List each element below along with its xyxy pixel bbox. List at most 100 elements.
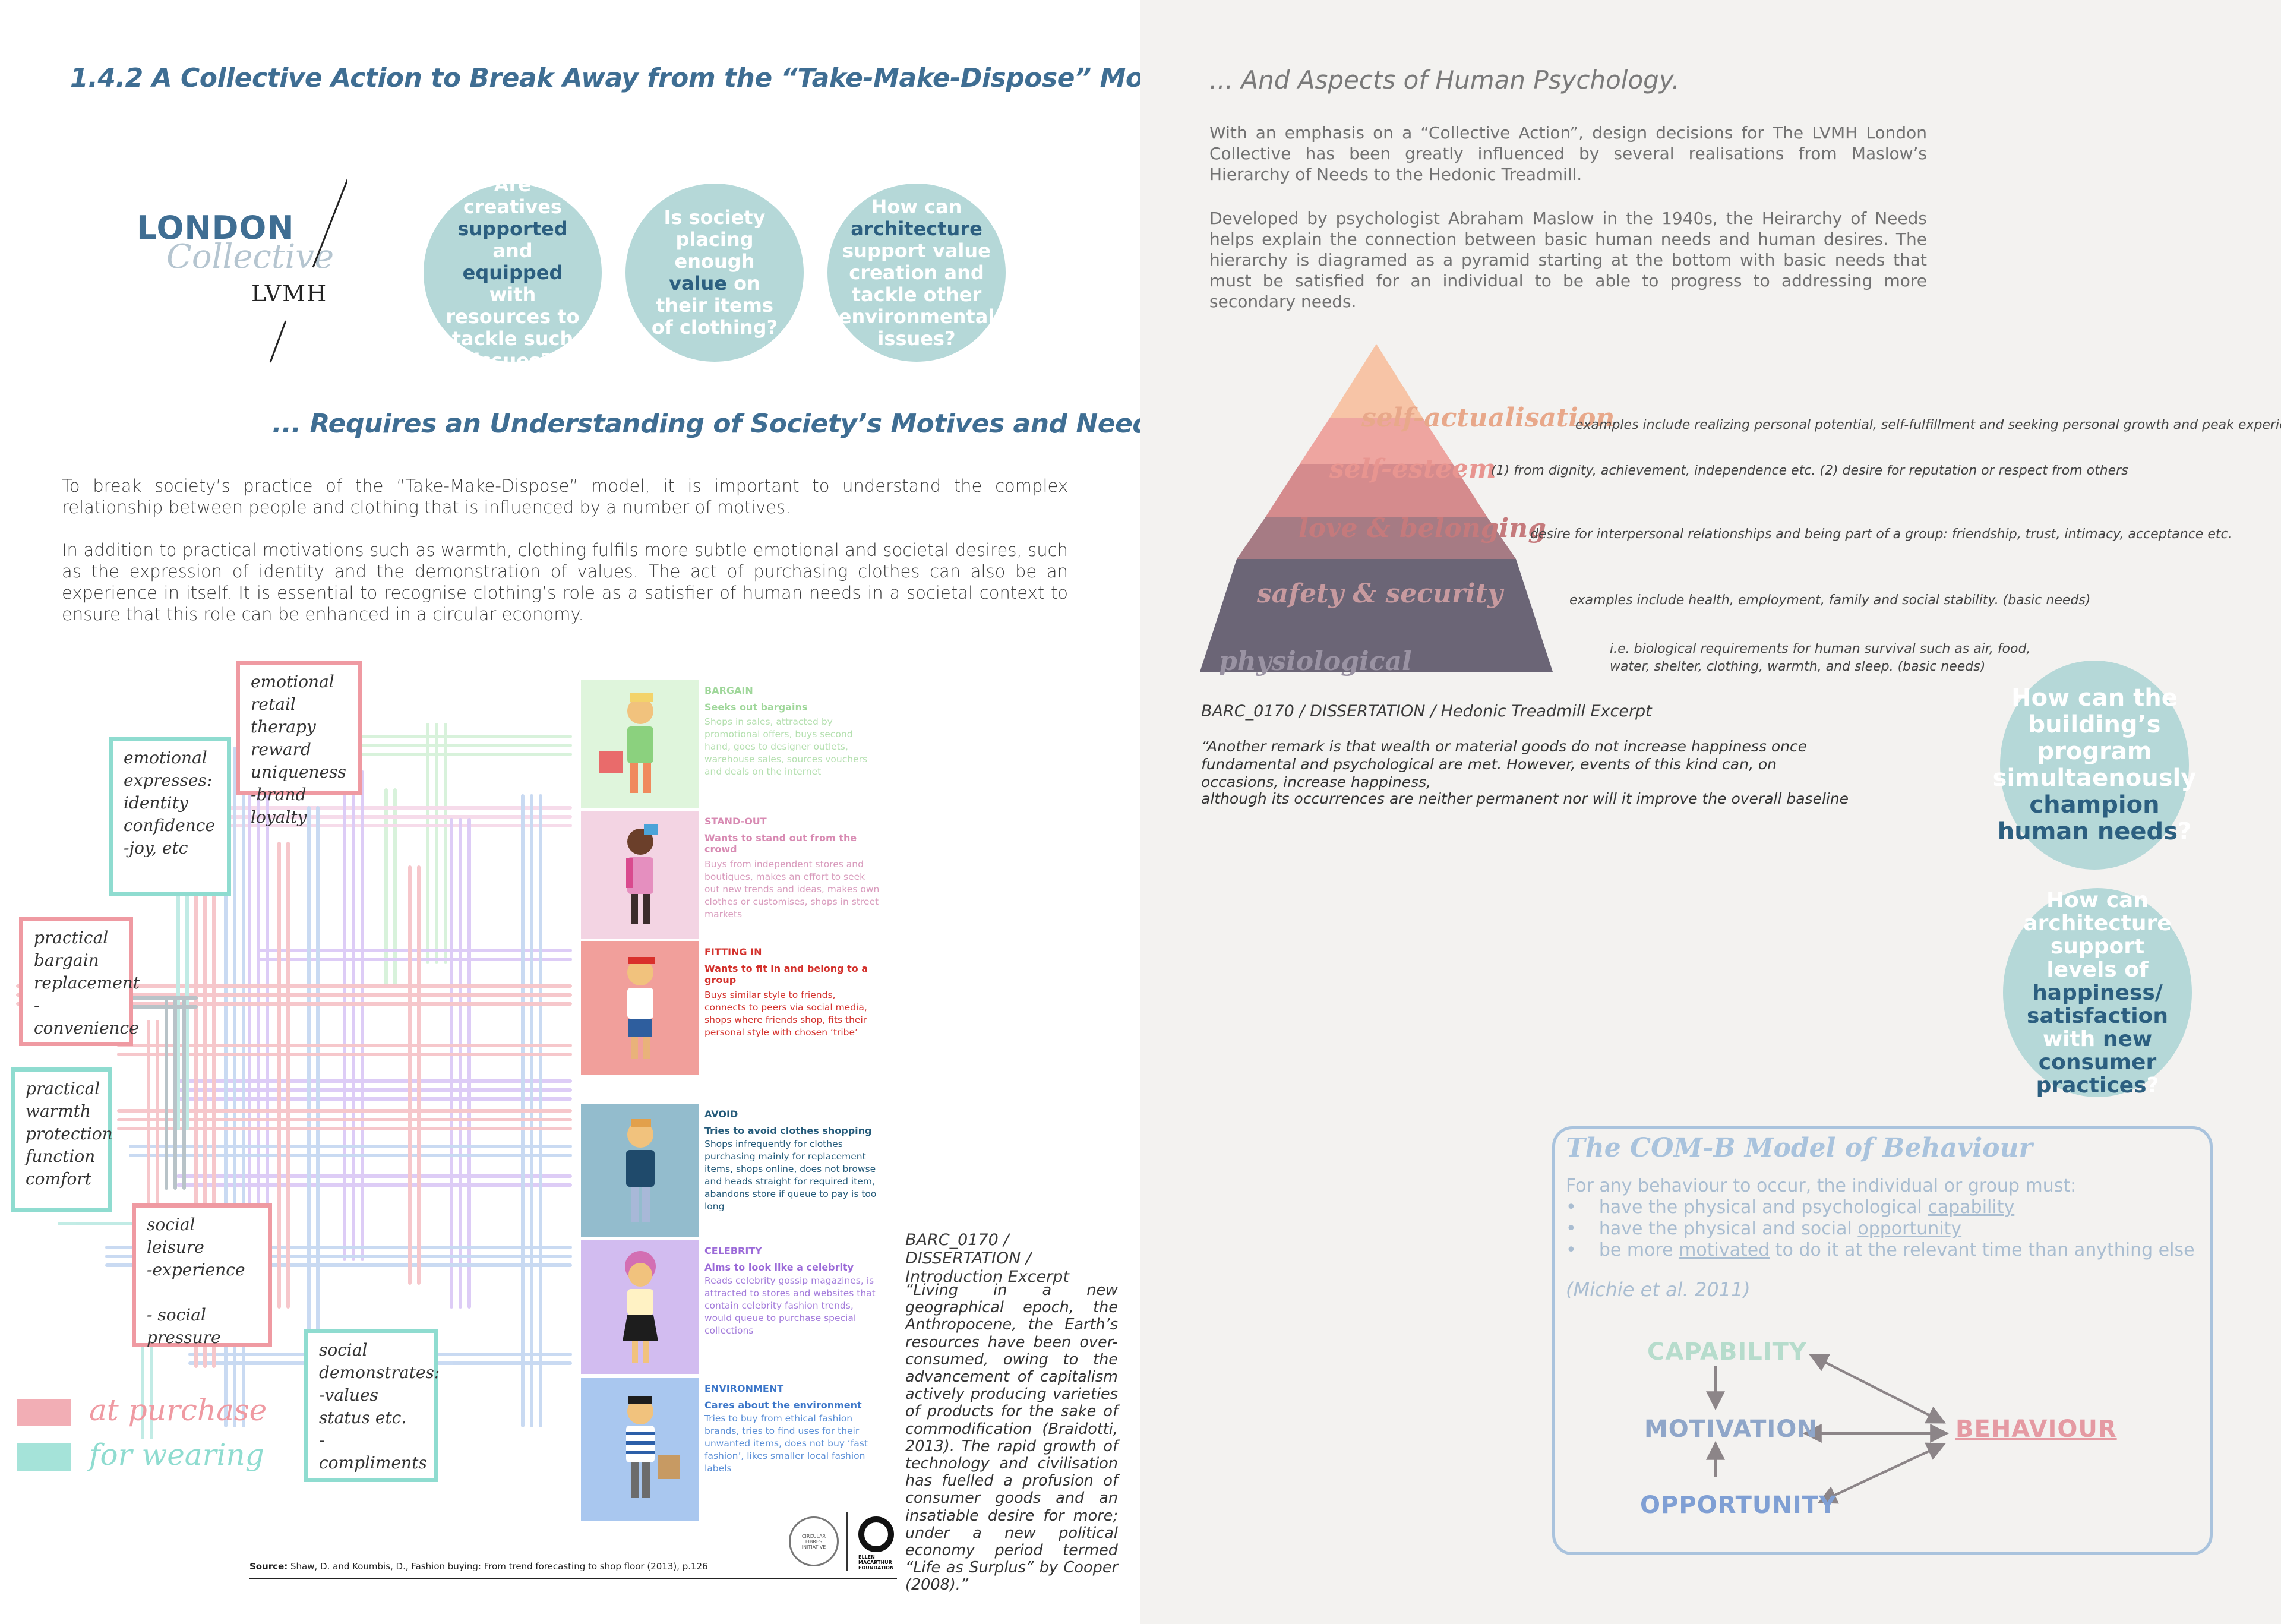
shopper-icon — [626, 824, 658, 924]
intro-excerpt-body: “Living in a new geographical epoch, the… — [905, 1281, 1118, 1594]
persona-subtitle: Seeks out bargains — [704, 702, 808, 713]
emf-logo: ELLEN MACARTHUR FOUNDATION — [858, 1516, 900, 1571]
persona-subtitle: Wants to fit in and belong to a group — [704, 963, 868, 985]
pyramid-label-physiological: physiological — [1219, 646, 1412, 677]
com-b-node-behaviour: BEHAVIOUR — [1955, 1416, 2117, 1443]
shopper-icon — [599, 693, 653, 793]
pyramid-note-self-esteem: (1) from dignity, achievement, independe… — [1491, 463, 2128, 478]
persona-desc: Reads celebrity gossip magazines, is att… — [704, 1275, 876, 1336]
shopper-icon — [626, 1396, 680, 1498]
legend-swatch-teal — [17, 1443, 71, 1471]
com-b-node-motivation: MOTIVATION — [1644, 1416, 1818, 1443]
hedonic-excerpt-title: BARC_0170 / DISSERTATION / Hedonic Tread… — [1201, 702, 1652, 721]
shopper-icon — [623, 1251, 658, 1363]
persona-desc: Buys from independent stores and boutiqu… — [704, 859, 880, 920]
logo-divider — [846, 1512, 848, 1571]
persona-stand-out: STAND-OUT Wants to stand out from the cr… — [581, 811, 881, 939]
pyramid-tier-physiological — [1200, 559, 1553, 672]
cfi-logo-text: CIRCULAR FIBRES INITIATIVE — [801, 1533, 826, 1550]
pyramid-label-safety-security: safety & security — [1257, 579, 1503, 609]
pyramid-note-love-belonging: desire for interpersonal relationships a… — [1530, 527, 2232, 542]
logo-slash-lines — [269, 177, 347, 363]
left-page: 1.4.2 A Collective Action to Break Away … — [0, 0, 1226, 1624]
persona-avoid-figure — [581, 1104, 699, 1237]
maslow-pyramid — [1200, 344, 1553, 672]
persona-bargain: BARGAIN Seeks out bargains Shops in sale… — [581, 680, 881, 808]
question-bubble-creatives: Are creatives supported and equipped wit… — [424, 173, 602, 371]
question-bubble-value: Is society placing enough value on their… — [625, 184, 804, 362]
persona-avoid: AVOID Tries to avoid clothes shopping Sh… — [581, 1104, 881, 1237]
source-text: Shaw, D. and Koumbis, D., Fashion buying… — [288, 1561, 708, 1572]
pyramid-tier-self-actualisation — [1330, 344, 1423, 418]
persona-subtitle: Wants to stand out from the crowd — [704, 832, 857, 855]
persona-title: BARGAIN — [704, 685, 753, 696]
left-paragraph-2: In addition to practical motivations suc… — [62, 540, 1068, 624]
pyramid-note-safety-security: examples include health, employment, fam… — [1569, 593, 2091, 608]
com-b-intro: For any behaviour to occur, the individu… — [1566, 1176, 2077, 1196]
logo-london: LONDON — [137, 209, 295, 247]
right-heading: ... And Aspects of Human Psychology. — [1209, 65, 1680, 94]
logo-lvmh: LVMH — [251, 280, 328, 307]
london-collective-logo: LONDON Collective LVMH — [134, 154, 347, 368]
pyramid-tier-love-belonging — [1265, 464, 1487, 517]
pyramid-tier-self-esteem — [1300, 418, 1453, 464]
pyramid-label-love-belonging: love & belonging — [1299, 513, 1547, 544]
motive-card-emotional-identity: emotional expresses: identity confidence… — [109, 737, 231, 896]
emf-logo-mark — [858, 1516, 894, 1552]
persona-subtitle: Aims to look like a celebrity — [704, 1262, 854, 1273]
persona-environment: ENVIRONMENT Cares about the environment … — [581, 1378, 881, 1521]
logo-collective: Collective — [166, 238, 334, 276]
persona-desc: Shops infrequently for clothes purchasin… — [704, 1139, 877, 1212]
left-heading: 1.4.2 A Collective Action to Break Away … — [70, 63, 1226, 93]
persona-desc: Shops in sales, attracted by promotional… — [704, 716, 868, 777]
persona-title: AVOID — [704, 1108, 738, 1120]
persona-title: CELEBRITY — [704, 1245, 762, 1256]
persona-title: ENVIRONMENT — [704, 1383, 784, 1394]
cfi-logo: CIRCULAR FIBRES INITIATIVE — [789, 1516, 839, 1566]
shopper-icon — [626, 1119, 655, 1222]
persona-subtitle: Tries to avoid clothes shopping — [704, 1125, 872, 1136]
pyramid-note-physiological-1: i.e. biological requirements for human s… — [1610, 642, 2031, 656]
persona-stand-out-figure — [581, 811, 699, 939]
shopper-icon — [627, 957, 655, 1059]
persona-desc: Buys similar style to friends, connects … — [704, 990, 867, 1038]
right-paragraph-1: With an emphasis on a “Collective Action… — [1209, 123, 1927, 184]
question-bubble-human-needs: How can the building’s program simultaen… — [1993, 661, 2196, 870]
motive-card-social-demonstrates: social demonstrates: -values status etc.… — [304, 1329, 440, 1482]
pyramid-note-self-actualisation: examples include realizing personal pote… — [1575, 418, 2281, 432]
motive-card-social-leisure: social leisure -experience - social pres… — [132, 1203, 272, 1347]
intro-excerpt-title: BARC_0170 / DISSERTATION / Introduction … — [905, 1231, 1069, 1286]
com-b-model-box: The COM-B Model of Behaviour For any beh… — [1552, 1126, 2213, 1555]
persona-title: STAND-OUT — [704, 816, 767, 827]
legend-label: for wearing — [89, 1437, 264, 1472]
com-b-citation: (Michie et al. 2011) — [1566, 1278, 1751, 1301]
persona-celebrity-figure — [581, 1240, 699, 1374]
question-bubble-architecture: How can architecture support value creat… — [827, 184, 1006, 362]
persona-fitting-in-figure — [581, 941, 699, 1075]
com-b-arrows — [1706, 1354, 1950, 1504]
com-b-node-capability: CAPABILITY — [1647, 1338, 1807, 1366]
pyramid-label-self-esteem: self-esteem — [1329, 454, 1496, 484]
left-subheading: ... Requires an Understanding of Society… — [272, 409, 1204, 439]
persona-bargain-figure — [581, 680, 699, 808]
source-rule — [249, 1578, 897, 1579]
com-b-bullet-1: • have the physical and psychological ca… — [1566, 1197, 2015, 1218]
persona-desc: Tries to buy from ethical fashion brands… — [704, 1413, 868, 1474]
motive-card-emotional-retail: emotional retail therapy reward uniquene… — [236, 661, 362, 827]
persona-fitting-in: FITTING IN Wants to fit in and belong to… — [581, 941, 881, 1075]
legend-label: at purchase — [89, 1393, 267, 1427]
com-b-title: The COM-B Model of Behaviour — [1566, 1133, 2033, 1163]
persona-title: FITTING IN — [704, 946, 762, 958]
persona-environment-figure — [581, 1378, 699, 1521]
legend-swatch-red — [17, 1399, 71, 1426]
com-b-node-opportunity: OPPORTUNITY — [1640, 1492, 1837, 1519]
pyramid-note-physiological-2: water, shelter, clothing, warmth, and sl… — [1610, 659, 1986, 674]
question-bubble-happiness: How can architecture support levels of h… — [2003, 888, 2192, 1097]
right-page: ... And Aspects of Human Psychology. Wit… — [1140, 0, 2281, 1624]
motive-card-practical-warmth: practical warmth protection function com… — [11, 1067, 113, 1212]
source-citation: Source: Shaw, D. and Koumbis, D., Fashio… — [249, 1561, 708, 1572]
right-paragraph-2: Developed by psychologist Abraham Maslow… — [1209, 208, 1927, 311]
hedonic-excerpt-quote-1: “Another remark is that wealth or materi… — [1201, 738, 1808, 791]
pyramid-label-self-actualisation: self-actualisation — [1361, 403, 1615, 433]
com-b-bullet-3: • be more motivated to do it at the rele… — [1566, 1240, 2195, 1260]
